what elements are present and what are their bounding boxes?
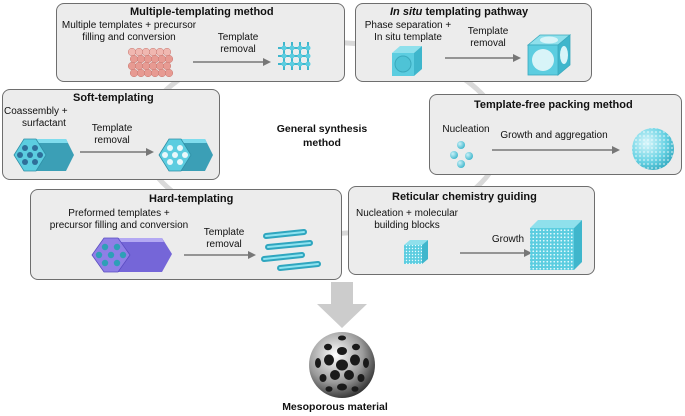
hollow-cube-frame-icon xyxy=(526,34,572,76)
multiple-templating-step-label: Multiple templates + precursor filling a… xyxy=(61,20,197,43)
soft-templating-title: Soft-templating xyxy=(73,92,154,104)
in-situ-arrow-label: Template removal xyxy=(467,26,509,49)
multiple-templating-title: Multiple-templating method xyxy=(130,6,274,18)
template-free-nucleation-label: Nucleation xyxy=(442,124,490,135)
in-situ-arrow xyxy=(445,54,521,62)
soft-templating-step-label: Coassembly + surfactant xyxy=(4,106,68,129)
surfactant-hexagon-prism-icon xyxy=(13,138,74,172)
violet-hexagon-prism-icon xyxy=(91,237,172,273)
multiple-templating-arrow xyxy=(193,58,271,66)
hard-templating-title: Hard-templating xyxy=(149,193,234,205)
template-free-title: Template-free packing method xyxy=(474,99,633,111)
nanorod-bundle-icon xyxy=(261,229,321,271)
aggregated-sphere-icon xyxy=(632,128,674,170)
large-framework-cube-icon xyxy=(530,220,582,270)
reticular-chemistry-title: Reticular chemistry guiding xyxy=(392,191,537,203)
small-framework-cube-icon xyxy=(404,240,428,264)
reticular-arrow-label: Growth xyxy=(491,234,525,245)
pink-sphere-array-icon xyxy=(127,47,174,78)
hard-templating-arrow-label: Template removal xyxy=(203,227,245,250)
template-free-arrow-label: Growth and aggregation xyxy=(500,130,608,141)
template-free-arrow xyxy=(492,146,620,154)
mesoporous-sphere-icon xyxy=(309,332,375,398)
reticular-step-label: Nucleation + molecular building blocks xyxy=(356,208,458,231)
hard-templating-arrow xyxy=(184,251,256,259)
mesoporous-hexagon-prism-icon xyxy=(158,138,213,172)
cyan-lattice-icon xyxy=(278,42,311,70)
cyan-cube-with-sphere-icon xyxy=(392,46,422,76)
general-synthesis-method-label: General synthesis method xyxy=(276,123,368,149)
down-arrow-to-product xyxy=(317,282,367,328)
soft-templating-arrow-label: Template removal xyxy=(91,123,133,146)
mesoporous-material-label: Mesoporous material xyxy=(282,401,388,413)
multiple-templating-arrow-label: Template removal xyxy=(217,32,259,55)
soft-templating-arrow xyxy=(80,148,154,156)
in-situ-templating-title: In situ templating pathway xyxy=(390,6,529,18)
reticular-arrow xyxy=(460,249,532,257)
in-situ-step-label: Phase separation + In situ template xyxy=(364,20,452,43)
nucleation-particles-icon xyxy=(450,141,473,168)
multiple-templating-panel xyxy=(56,3,345,82)
hard-templating-step-label: Preformed templates + precursor filling … xyxy=(49,208,189,231)
